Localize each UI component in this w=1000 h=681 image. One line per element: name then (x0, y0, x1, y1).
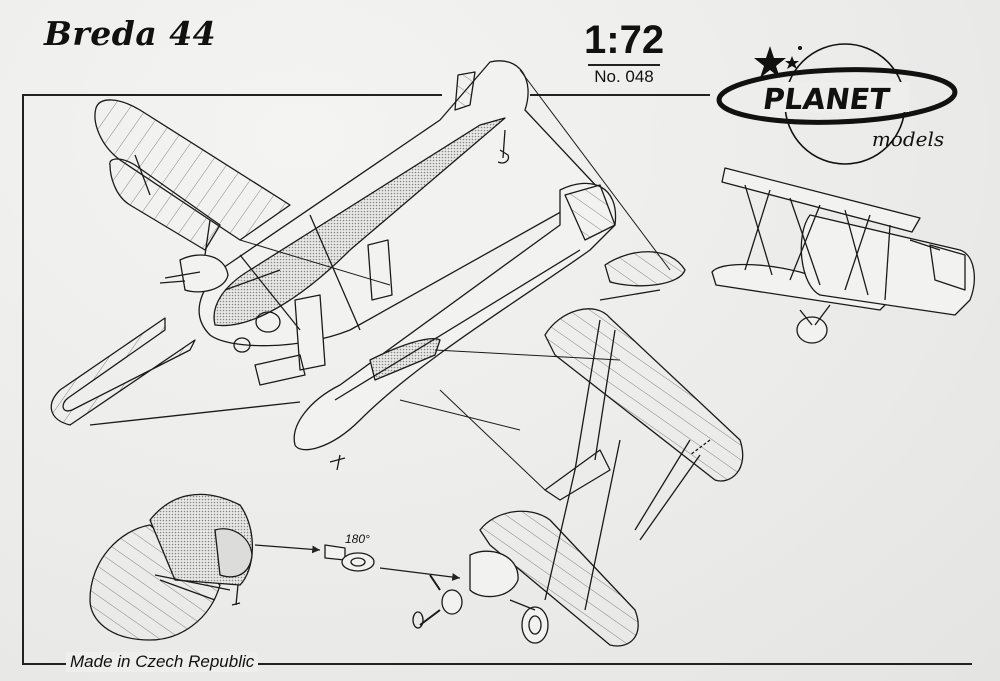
scale-divider (588, 64, 660, 66)
logo-brand: PLANET (761, 82, 892, 116)
origin-footer: Made in Czech Republic (66, 652, 259, 672)
engine-detail (89, 493, 321, 641)
scale-label: 1:72 (584, 18, 665, 62)
frame-bottom (22, 663, 972, 665)
star-icon (754, 46, 786, 78)
assembled-side-view (711, 167, 975, 344)
brand-logo: PLANET models (716, 43, 958, 165)
fuselage-half-left (159, 60, 601, 386)
logo-sub: models (872, 127, 944, 151)
frame-left (22, 94, 24, 664)
upper-wing-left-view (94, 99, 291, 256)
rotation-label: 180° (345, 532, 370, 546)
star-icon (785, 56, 799, 69)
wing-assembly (412, 308, 744, 647)
kit-number: No. 048 (594, 66, 654, 86)
scale-box: 1:72 No. 048 (584, 18, 664, 92)
rotated-part (324, 544, 461, 581)
frame-top-mid (530, 94, 710, 96)
planet-ring-icon (716, 67, 958, 125)
guide-lines (239, 69, 671, 491)
page-title: Breda 44 (44, 14, 217, 53)
frame-top-left (22, 94, 442, 96)
exhaust-ring (50, 317, 301, 426)
fuselage-half-right (293, 182, 686, 471)
